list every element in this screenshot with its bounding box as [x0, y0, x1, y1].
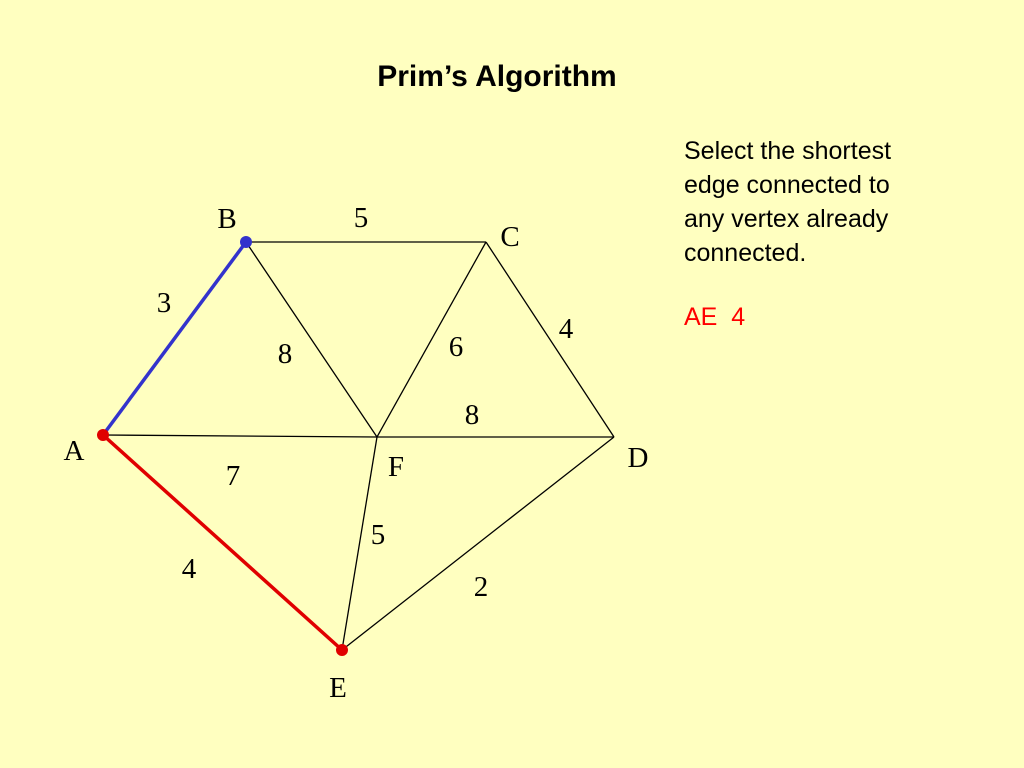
vertex-dot-b: [240, 236, 252, 248]
edge-ab: [101, 240, 248, 437]
vertices: [97, 236, 348, 656]
page-title: Prim’s Algorithm: [377, 60, 617, 93]
vertex-labels: A B C D E F: [64, 203, 649, 704]
edge-weight-cf: 6: [449, 331, 464, 363]
current-step: AE 4: [684, 303, 746, 331]
edge-weights: 3 4 7 5 8 6 4 8 5 2: [157, 202, 574, 603]
edge-weight-ab: 3: [157, 287, 172, 319]
instruction-line: connected.: [684, 239, 807, 267]
vertex-dot-e: [336, 644, 348, 656]
vertex-label-b: B: [217, 203, 236, 235]
edge-weight-bf: 8: [278, 338, 293, 370]
vertex-label-c: C: [500, 221, 519, 253]
edge-weight-af: 7: [226, 460, 241, 492]
edge-bf: [245, 241, 378, 438]
edges: [101, 240, 615, 652]
edge-weight-cd: 4: [559, 313, 574, 345]
edge-weight-fe: 5: [371, 519, 386, 551]
edge-fe: [341, 436, 378, 651]
edge-weight-ed: 2: [474, 571, 489, 603]
vertex-label-e: E: [329, 672, 347, 704]
instruction-line: Select the shortest: [684, 137, 892, 165]
vertex-label-a: A: [64, 435, 85, 467]
edge-ae: [101, 433, 344, 652]
vertex-label-d: D: [628, 442, 649, 474]
instructions: Select the shortest edge connected to an…: [684, 134, 984, 270]
vertex-dot-a: [97, 429, 109, 441]
vertex-label-f: F: [388, 451, 404, 483]
instruction-line: any vertex already: [684, 205, 889, 233]
edge-weight-bc: 5: [354, 202, 369, 234]
edge-cf: [376, 241, 487, 438]
edge-weight-fd: 8: [465, 399, 480, 431]
instruction-line: edge connected to: [684, 171, 890, 199]
edge-weight-ae: 4: [182, 553, 197, 585]
edge-af: [102, 434, 378, 438]
edge-cd: [485, 241, 615, 438]
edge-ed: [341, 436, 615, 651]
